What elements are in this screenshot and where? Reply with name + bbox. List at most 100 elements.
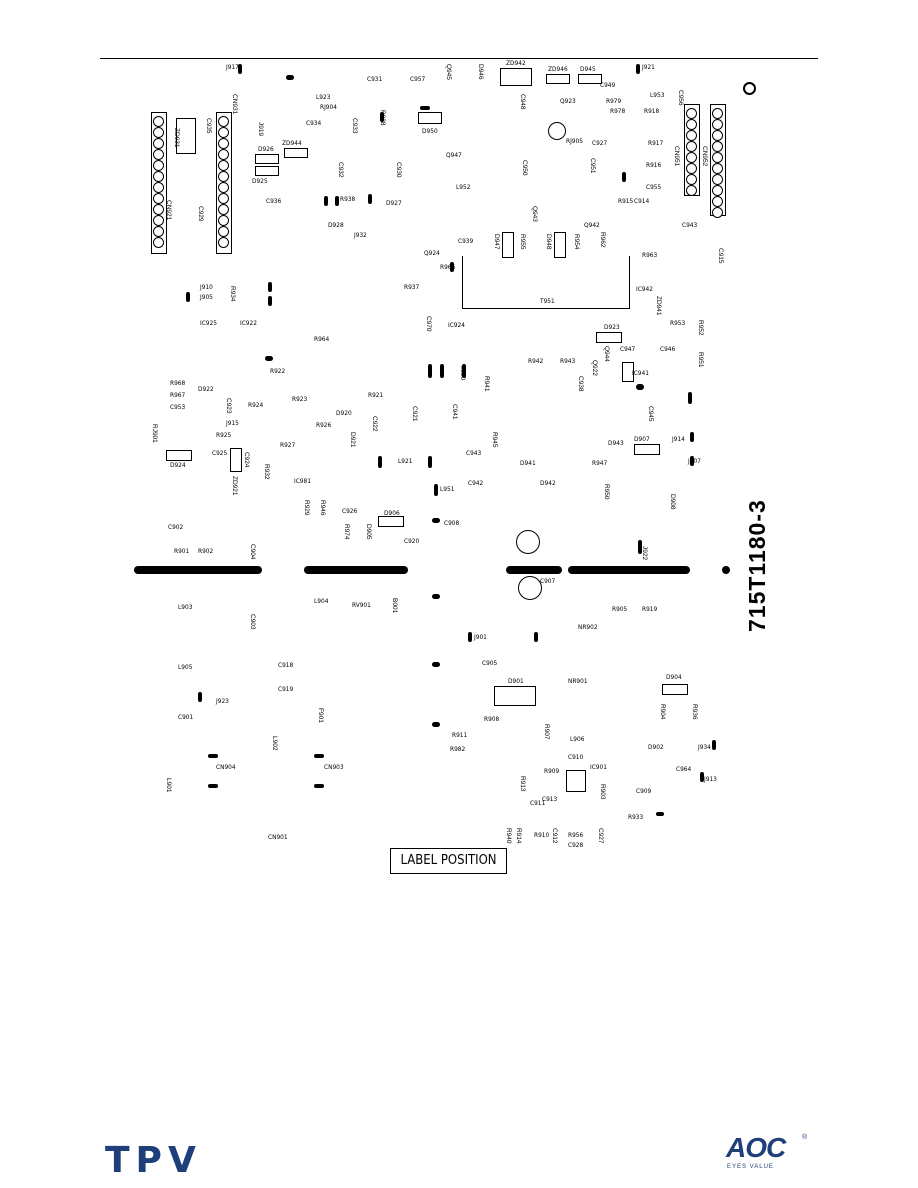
ref-nr901: NR901 bbox=[568, 677, 588, 685]
ref-cn952: CN952 bbox=[701, 146, 708, 167]
ref-c909: C909 bbox=[636, 787, 652, 795]
ref-l921: L921 bbox=[398, 457, 413, 465]
ref-r933: R933 bbox=[628, 813, 644, 821]
component-d924 bbox=[166, 450, 192, 461]
component-d901 bbox=[494, 686, 536, 706]
jumper-pad bbox=[688, 392, 692, 404]
ref-rv901: RV901 bbox=[352, 601, 371, 609]
ref-d926: D926 bbox=[258, 145, 274, 153]
jumper-pad bbox=[208, 784, 218, 788]
aoc-logo: AOC ® EYES VALUE bbox=[726, 1132, 810, 1174]
pin-hole bbox=[218, 138, 229, 149]
pin-hole bbox=[686, 174, 697, 185]
ref-q944: Q944 bbox=[603, 346, 610, 362]
pin-hole bbox=[153, 226, 164, 237]
ref-c925: C925 bbox=[212, 449, 228, 457]
ref-r901: R901 bbox=[174, 547, 190, 555]
ref-j932: J932 bbox=[354, 231, 367, 239]
jumper-pad bbox=[420, 106, 430, 110]
ref-d920: D920 bbox=[336, 409, 352, 417]
pin-hole bbox=[218, 226, 229, 237]
mounting-hole bbox=[548, 122, 566, 140]
ref-c929: C929 bbox=[197, 206, 204, 222]
ref-j901: J901 bbox=[474, 633, 487, 641]
ref-r932: R932 bbox=[263, 464, 270, 480]
ref-r967: R967 bbox=[170, 391, 186, 399]
jumper-pad bbox=[428, 456, 432, 468]
ref-c938: C938 bbox=[577, 376, 584, 392]
ref-r946: R946 bbox=[319, 500, 326, 516]
ref-r905: R905 bbox=[612, 605, 628, 613]
ref-cn904: CN904 bbox=[216, 763, 236, 771]
pin-hole bbox=[712, 119, 723, 130]
ref-j917: J917 bbox=[226, 63, 239, 71]
header-rule bbox=[100, 58, 818, 59]
ref-r936: R936 bbox=[691, 704, 698, 720]
ref-r910: R910 bbox=[534, 831, 550, 839]
jumper-pad bbox=[638, 540, 642, 554]
ref-zd921: ZD921 bbox=[231, 476, 238, 496]
ref-r915: R915 bbox=[618, 197, 634, 205]
pin-hole bbox=[686, 163, 697, 174]
ref-zd946: ZD946 bbox=[548, 65, 568, 73]
component-d950 bbox=[418, 112, 442, 124]
ref-zd931: ZD931 bbox=[173, 128, 180, 148]
ref-j914: J914 bbox=[672, 435, 685, 443]
ref-c922: C922 bbox=[371, 416, 378, 432]
ref-c942: C942 bbox=[468, 479, 484, 487]
board-slot bbox=[304, 566, 408, 574]
jumper-pad bbox=[432, 722, 440, 727]
ref-r963: R963 bbox=[642, 251, 658, 259]
pin-hole bbox=[712, 163, 723, 174]
pin-hole bbox=[686, 108, 697, 119]
pin-hole bbox=[712, 207, 723, 218]
board-slot bbox=[568, 566, 690, 574]
tpv-logo: TPV bbox=[105, 1140, 202, 1181]
component-zd944 bbox=[284, 148, 308, 158]
jumper-pad bbox=[450, 262, 454, 272]
pin-hole bbox=[218, 204, 229, 215]
ref-j923: J923 bbox=[216, 697, 229, 705]
jumper-pad bbox=[268, 282, 272, 292]
pin-hole bbox=[712, 108, 723, 119]
board-slot bbox=[722, 566, 730, 574]
jumper-pad bbox=[432, 594, 440, 599]
jumper-pad bbox=[268, 296, 272, 306]
ref-c903: C903 bbox=[249, 614, 256, 630]
ref-l903: L903 bbox=[178, 603, 193, 611]
ref-j910: J910 bbox=[200, 283, 213, 291]
ref-d946: D946 bbox=[477, 64, 484, 80]
component-zd931-body bbox=[176, 118, 196, 154]
ref-r916: R916 bbox=[646, 161, 662, 169]
mounting-hole bbox=[516, 530, 540, 554]
ref-c912: C912 bbox=[551, 828, 558, 844]
connector-cn921 bbox=[151, 112, 167, 254]
ref-r924: R924 bbox=[248, 401, 264, 409]
ref-r968: R968 bbox=[170, 379, 186, 387]
ref-l952: L952 bbox=[456, 183, 471, 191]
pin-hole bbox=[153, 182, 164, 193]
registered-mark-icon: ® bbox=[802, 1134, 808, 1141]
ref-c946: C946 bbox=[660, 345, 676, 353]
jumper-pad bbox=[636, 64, 640, 74]
ref-q922: Q922 bbox=[591, 360, 598, 376]
pin-hole bbox=[712, 152, 723, 163]
ref-c953: C953 bbox=[170, 403, 186, 411]
ref-d922: D922 bbox=[198, 385, 214, 393]
ref-c943: C943 bbox=[682, 221, 698, 229]
ref-b001: B001 bbox=[391, 598, 398, 614]
ref-ic981: IC981 bbox=[294, 477, 311, 485]
jumper-pad bbox=[432, 662, 440, 667]
ref-c932: C932 bbox=[337, 162, 344, 178]
jumper-pad bbox=[380, 112, 384, 122]
ref-r926: R926 bbox=[316, 421, 332, 429]
ref-c904: C904 bbox=[249, 544, 256, 560]
ref-r938: R938 bbox=[340, 195, 356, 203]
aoc-logo-text: AOC bbox=[726, 1132, 786, 1163]
board-slot bbox=[506, 566, 562, 574]
pin-hole bbox=[686, 152, 697, 163]
ref-r942: R942 bbox=[528, 357, 544, 365]
ref-r919: R919 bbox=[642, 605, 658, 613]
jumper-pad bbox=[434, 484, 438, 496]
